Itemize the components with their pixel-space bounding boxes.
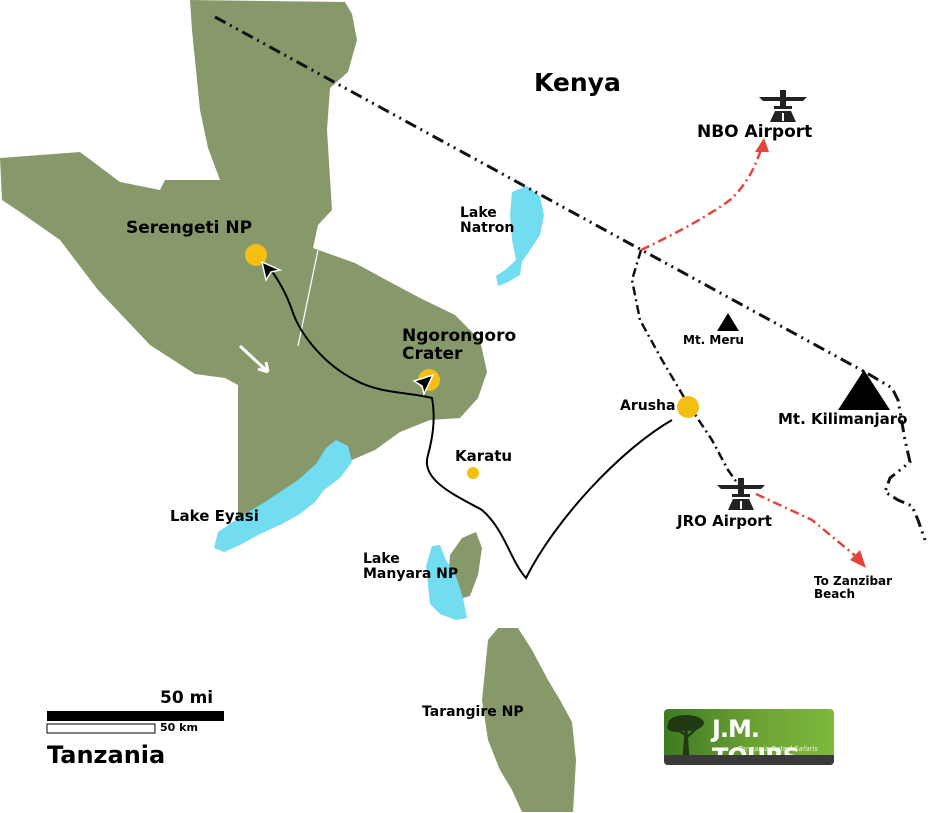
label-ngorongoro-line1: Ngorongoro: [402, 326, 517, 346]
lake-eyasi: [214, 440, 352, 552]
label-zanzibar: To Zanzibar Beach: [814, 575, 892, 600]
lake-manyara: [426, 545, 467, 620]
mt-meru-mountain-triangle-icon: [717, 313, 739, 331]
jm-tours-logo: J.M. TOURS Tanzania Rated Safaris: [664, 709, 834, 765]
dash-route-nbo-arusha: [630, 249, 690, 405]
serengeti-ngorongoro-area: [0, 0, 487, 535]
country-label-tanzania: Tanzania: [47, 741, 166, 769]
white-direction-arrow: [238, 344, 270, 374]
label-mt-meru: Mt. Meru: [683, 333, 744, 347]
karatu-location-dot-icon: [467, 467, 479, 479]
route-arrow-ngorongoro-icon: [412, 373, 435, 397]
label-jro-airport: JRO Airport: [677, 512, 772, 530]
red-route-to-zanzibar: [755, 492, 859, 559]
lake-natron: [496, 186, 544, 286]
scale-label-km: 50 km: [160, 721, 198, 734]
scale-label-miles: 50 mi: [160, 688, 214, 708]
scale-bar-km: [46, 723, 156, 734]
label-lake-natron-line2: Natron: [460, 219, 515, 236]
route-arrow-serengeti-icon: [260, 260, 283, 282]
label-tarangire: Tarangire NP: [422, 704, 524, 720]
red-route-to-nbo: [640, 145, 764, 252]
acacia-tree-icon: [667, 715, 704, 757]
label-zanzibar-line1: To Zanzibar: [814, 574, 893, 588]
label-zanzibar-line2: Beach: [814, 586, 856, 601]
dash-route-arusha-jro: [686, 403, 740, 485]
country-label-kenya: Kenya: [534, 68, 621, 97]
kenya-tanzania-border: [214, 15, 927, 541]
safari-route-line: [267, 265, 673, 580]
label-serengeti: Serengeti NP: [126, 218, 253, 238]
mt-kilimanjaro-mountain-triangle-icon: [838, 370, 890, 410]
label-lake-manyara-line1: Lake: [363, 551, 400, 567]
red-arrowhead-nbo: [755, 138, 769, 152]
logo-band: [664, 755, 834, 765]
logo-tagline: Tanzania Rated Safaris: [738, 745, 818, 753]
nbo-airplane-icon: [759, 90, 807, 122]
label-lake-manyara: Lake Manyara NP: [363, 552, 458, 581]
label-lake-natron-line1: Lake: [460, 205, 497, 221]
serengeti-location-dot-icon: [245, 244, 267, 266]
red-arrowhead-zanzibar: [850, 550, 866, 568]
label-ngorongoro: Ngorongoro Crater: [402, 326, 517, 364]
jro-airplane-icon: [717, 478, 765, 510]
arusha-location-dot-icon: [677, 396, 699, 418]
label-karatu: Karatu: [455, 447, 513, 465]
label-ngorongoro-line2: Crater: [402, 343, 463, 364]
scale-bar-miles: [47, 711, 224, 721]
tarangire-park-area: [482, 628, 576, 812]
label-arusha: Arusha: [620, 398, 676, 414]
label-lake-eyasi: Lake Eyasi: [170, 507, 259, 525]
label-lake-manyara-line2: Manyara NP: [363, 565, 459, 582]
label-mt-kilimanjaro: Mt. Kilimanjaro: [778, 410, 908, 428]
label-lake-natron: Lake Natron: [460, 206, 514, 235]
label-nbo-airport: NBO Airport: [697, 122, 813, 142]
